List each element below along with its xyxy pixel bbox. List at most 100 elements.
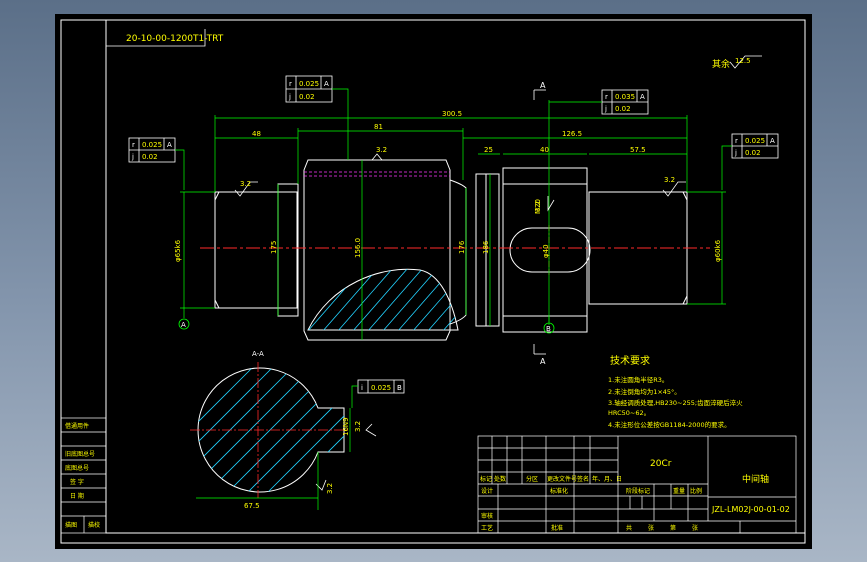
gdt-tl-val-1: 0.025: [299, 80, 319, 88]
gdt-tl-val-2: 0.02: [299, 93, 315, 101]
shaft-left-journal: [214, 191, 298, 309]
tech-requirements: 技术要求 1.未注圆角半径R3。 2.未注倒角均为1×45°。 3.轴经调质处理…: [608, 354, 743, 429]
tech-title: 技术要求: [610, 354, 650, 367]
section-outline: [197, 367, 345, 493]
left-strip-table: [60, 417, 107, 534]
tb-scale: 比例: [690, 487, 702, 495]
sec-dim-depth: 67.5: [244, 502, 260, 510]
roughness-rest: 其余 12.5: [712, 55, 762, 70]
tb-head-4: 更改文件号: [547, 475, 577, 483]
gdt-left-sym-1: r: [132, 141, 135, 149]
datum-a-marker: A: [178, 308, 190, 330]
dim-81: 81: [374, 123, 383, 131]
tb-weight: 重量: [673, 487, 685, 495]
dim-48: 48: [252, 130, 261, 138]
gdt-tl-sym-2: j: [288, 93, 291, 101]
left-strip-text: 借通用件 旧底图总号 底图总号 签 字 日 期 描图 描校: [65, 422, 100, 529]
datum-a-label: A: [181, 321, 186, 329]
dim-dia186: 186: [482, 240, 490, 254]
gdt-frame-top-left: r 0.025 A j 0.02: [285, 75, 349, 160]
tech-line-2: 2.未注倒角均为1×45°。: [608, 387, 681, 396]
roughness-3: 3.2: [664, 176, 675, 184]
gdt-left-val-1: 0.025: [142, 141, 162, 149]
tb-drawing-no: JZL-LM02J-00-01-02: [711, 505, 790, 514]
gdt-sec-ref: B: [397, 384, 402, 392]
tb-head-1: 标记: [480, 475, 492, 483]
dimension-texts: 300.5 48 81 126.5 25 40 57.5 φ65k6 175 1…: [174, 110, 722, 262]
strip-cell-3: 旧底图总号: [65, 450, 95, 458]
roughness-rest-value: 12.5: [735, 57, 751, 65]
title-block: [477, 435, 797, 534]
tb-sheet-3: 第: [670, 524, 676, 532]
roughness-5: 3.2: [354, 421, 362, 432]
gdt-tr-sym-2: j: [604, 105, 607, 113]
dim-dia1005: 156.0: [354, 238, 362, 258]
gdt-frame-right: r 0.025 A j 0.02: [721, 133, 779, 190]
tb-design: 设计: [481, 487, 493, 495]
tb-sheet-4: 张: [692, 524, 698, 532]
dim-57: 57.5: [630, 146, 646, 154]
gdt-tr-ref-1: A: [640, 93, 645, 101]
gdt-r-ref-1: A: [770, 137, 775, 145]
tb-head-6: 年、月、日: [592, 475, 622, 483]
gdt-r-sym-2: j: [734, 149, 737, 157]
tb-material: 20Cr: [650, 459, 672, 469]
shaft-collar: [475, 173, 500, 327]
section-title: A-A: [252, 350, 264, 358]
datum-b-marker: B: [543, 316, 555, 334]
gdt-tr-val-1: 0.035: [615, 93, 635, 101]
dim-key-d: M20: [534, 199, 542, 214]
tech-line-1: 1.未注圆角半径R3。: [608, 375, 668, 384]
strip-cell-4: 底图总号: [65, 464, 89, 472]
strip-cell-5: 签 字: [70, 478, 84, 486]
gdt-frame-left: r 0.025 A j 0.02: [128, 137, 185, 190]
keyway-slot: [509, 227, 591, 273]
dimension-lines: [180, 100, 726, 340]
dim-40: 40: [540, 146, 549, 154]
datum-b-label: B: [546, 325, 551, 333]
gdt-frame-top-right: r 0.035 A j 0.02: [549, 89, 649, 115]
gdt-tl-ref-1: A: [324, 80, 329, 88]
shaft-main-view: [214, 159, 688, 341]
dim-right-shaft: φ60k6: [714, 239, 722, 262]
dim-25: 25: [484, 146, 493, 154]
part-code-box: 20-10-00-1200T1-TRT: [106, 29, 224, 47]
tech-line-4: HRC50~62。: [608, 409, 650, 417]
roughness-1: 3.2: [240, 180, 251, 188]
strip-cell-8: 描校: [88, 521, 100, 529]
tb-sheet-2: 张: [648, 524, 654, 532]
tb-approve: 批准: [551, 524, 563, 532]
gdt-left-sym-2: j: [131, 153, 134, 161]
tb-stage: 阶段标记: [626, 487, 650, 495]
part-code-text: 20-10-00-1200T1-TRT: [126, 34, 224, 44]
shaft-key-section: [502, 167, 588, 333]
gear-body: [303, 159, 451, 341]
tech-line-3: 3.轴经调质处理,HB230~255;齿面淬硬后淬火: [608, 398, 743, 407]
gdt-tr-val-2: 0.02: [615, 105, 631, 113]
title-block-text: 20Cr 中间轴 JZL-LM02J-00-01-02 标记 处数 分区 更改文…: [480, 459, 790, 532]
section-mark-bottom: A: [540, 357, 546, 366]
roughness-values: 3.2 3.2 3.2 3.2 3.2 3.2: [240, 146, 675, 494]
tech-line-5: 4.未注形位公差按GB1184-2000的要求。: [608, 420, 731, 429]
gdt-tl-sym-1: r: [289, 80, 292, 88]
section-mark-top: A: [540, 81, 546, 90]
gdt-left-ref-1: A: [167, 141, 172, 149]
gdt-r-val-1: 0.025: [745, 137, 765, 145]
section-cut-mark: [533, 89, 546, 355]
tb-head-2: 处数: [494, 475, 506, 483]
roughness-rest-label: 其余: [712, 58, 730, 70]
gdt-r-sym-1: r: [735, 137, 738, 145]
tb-head-5: 签名: [577, 475, 589, 483]
roughness-6: 3.2: [326, 483, 334, 494]
drawing-sheet: [55, 14, 812, 549]
roughness-4: 3.2: [534, 201, 542, 212]
gdt-sec-val: 0.025: [371, 384, 391, 392]
strip-cell-7: 描图: [65, 521, 77, 529]
dim-key-w: φ40: [542, 244, 550, 258]
roughness-symbols: [234, 153, 686, 491]
sec-dim-width: 16N9: [342, 417, 350, 436]
gdt-tr-sym-1: r: [605, 93, 608, 101]
gdt-r-val-2: 0.02: [745, 149, 761, 157]
gdt-left-val-2: 0.02: [142, 153, 158, 161]
